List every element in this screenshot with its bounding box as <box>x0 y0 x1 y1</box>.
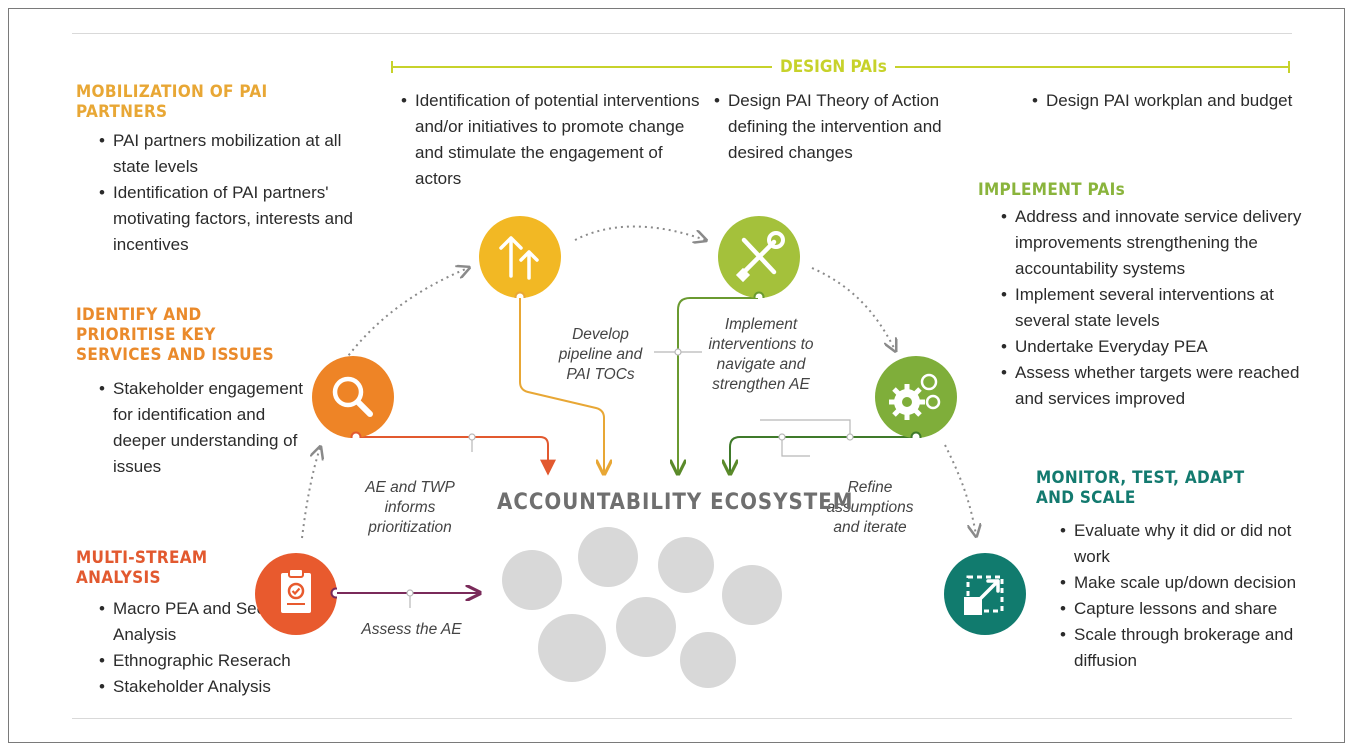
identify-heading: IDENTIFY AND PRIORITISE KEY SERVICES AND… <box>76 305 274 365</box>
design-item: Design PAI workplan and budget <box>1032 88 1316 114</box>
develop-pipeline-note: Develop pipeline and PAI TOCs <box>558 326 643 383</box>
assess-ae-note: Assess the AE <box>361 621 462 638</box>
tools-flow-line <box>678 297 758 474</box>
design-flow-line <box>519 297 604 474</box>
identify-list: Stakeholder engagement for identificatio… <box>95 376 303 480</box>
accountability-ecosystem-title: ACCOUNTABILITY ECOSYSTEM <box>497 490 854 515</box>
design-pais-heading: DESIGN PAIs <box>772 56 895 78</box>
mobilization-list: PAI partners mobilization at all state l… <box>95 128 353 258</box>
clipboard-circle <box>255 553 337 635</box>
scale-circle <box>944 553 1026 635</box>
monitor-item: Scale through brokerage and diffusion <box>1060 622 1314 674</box>
design-item: Design PAI Theory of Action defining the… <box>714 88 983 166</box>
scale-expand-icon <box>964 575 1004 615</box>
monitor-item: Make scale up/down decision <box>1060 570 1314 596</box>
ae-twp-note: AE and TWP informs prioritization <box>365 479 455 536</box>
mobilization-heading: MOBILIZATION OF PAI PARTNERS <box>76 82 268 122</box>
gears-circle <box>875 356 957 438</box>
top-rule <box>72 33 1292 34</box>
magnifier-icon <box>332 376 373 438</box>
monitor-heading: MONITOR, TEST, ADAPT AND SCALE <box>1036 468 1245 508</box>
implement-interventions-note: Implement interventions to navigate and … <box>708 316 814 393</box>
multistream-item: Ethnographic Reserach <box>99 648 343 674</box>
gears-icon <box>889 373 941 438</box>
design-list-2: Design PAI Theory of Action defining the… <box>710 88 983 166</box>
multistream-heading: MULTI-STREAM ANALYSIS <box>76 548 208 588</box>
search-flow-line <box>356 436 556 476</box>
design-circle <box>479 216 561 298</box>
bottom-rule <box>72 718 1292 719</box>
mobilization-item: PAI partners mobilization at all state l… <box>99 128 353 180</box>
implement-item: Undertake Everyday PEA <box>1001 334 1320 360</box>
tools-circle <box>718 216 800 298</box>
design-list-1: Identification of potential intervention… <box>397 88 700 192</box>
monitor-item: Capture lessons and share <box>1060 596 1314 622</box>
monitor-list: Evaluate why it did or did not work Make… <box>1056 518 1314 674</box>
refine-note: Refine assumptions and iterate <box>826 479 914 536</box>
gears-flow-line <box>730 436 916 474</box>
implement-heading: IMPLEMENT PAIs <box>978 180 1126 200</box>
mobilization-item: Identification of PAI partners' motivati… <box>99 180 353 258</box>
ecosystem-gears <box>502 527 782 688</box>
multistream-list: Macro PEA and Sectoral Analysis Ethnogra… <box>95 596 343 700</box>
implement-item: Assess whether targets were reached and … <box>1001 360 1320 412</box>
cycle-arrows <box>301 225 976 539</box>
multistream-item: Macro PEA and Sectoral Analysis <box>99 596 343 648</box>
wrench-screwdriver-icon <box>735 231 785 298</box>
implement-list: Address and innovate service delivery im… <box>997 204 1320 412</box>
design-item: Identification of potential intervention… <box>401 88 700 192</box>
implement-item: Implement several interventions at sever… <box>1001 282 1320 334</box>
monitor-item: Evaluate why it did or did not work <box>1060 518 1314 570</box>
design-list-3: Design PAI workplan and budget <box>1028 88 1316 114</box>
implement-item: Address and innovate service delivery im… <box>1001 204 1320 282</box>
arrows-up-icon <box>499 236 539 298</box>
clipboard-check-icon <box>281 568 337 613</box>
search-circle <box>312 356 394 438</box>
identify-item: Stakeholder engagement for identificatio… <box>99 376 303 480</box>
multistream-item: Stakeholder Analysis <box>99 674 343 700</box>
